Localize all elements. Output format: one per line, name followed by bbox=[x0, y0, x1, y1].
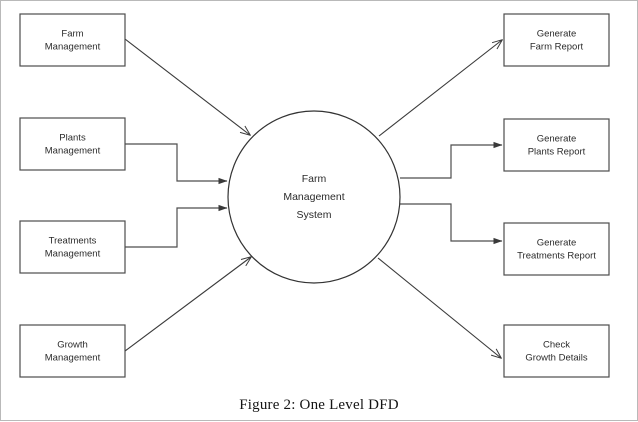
entity-treatments-management[interactable]: Treatments Management bbox=[19, 220, 126, 274]
output-generate-treatments-report[interactable]: Generate Treatments Report bbox=[503, 222, 610, 276]
flow-system-to-check-growth-details bbox=[377, 257, 501, 358]
entity-farm-management[interactable]: Farm Management bbox=[19, 13, 126, 67]
entity-plants-management-label-line2: Management bbox=[45, 146, 101, 157]
entity-farm-management-label-line2: Management bbox=[45, 42, 101, 53]
entity-treatments-management-label-line1: Treatments bbox=[49, 236, 97, 247]
output-generate-farm-report-label-line2: Farm Report bbox=[530, 42, 584, 53]
entity-farm-management-label-line1: Farm bbox=[61, 29, 83, 40]
output-generate-treatments-report-label-line1: Generate bbox=[537, 238, 577, 249]
flow-plants-management-to-system bbox=[125, 143, 228, 185]
output-check-growth-details-label-line2: Growth Details bbox=[525, 353, 588, 364]
flow-system-to-generate-treatments-report bbox=[400, 203, 503, 245]
flow-system-to-generate-farm-report bbox=[378, 40, 502, 137]
flow-treatments-management-to-system bbox=[125, 204, 228, 248]
figure-caption: Figure 2: One Level DFD bbox=[239, 397, 399, 413]
process-label-line3: System bbox=[296, 209, 331, 221]
flow-system-to-generate-plants-report bbox=[400, 141, 503, 179]
entity-treatments-management-label-line2: Management bbox=[45, 249, 101, 260]
entity-growth-management[interactable]: Growth Management bbox=[19, 324, 126, 378]
flow-farm-management-to-system bbox=[124, 38, 250, 135]
output-check-growth-details-label-line1: Check bbox=[543, 340, 570, 351]
flow-growth-management-to-system bbox=[124, 257, 251, 352]
output-generate-farm-report-label-line1: Generate bbox=[537, 29, 577, 40]
output-check-growth-details[interactable]: Check Growth Details bbox=[503, 324, 610, 378]
entity-plants-management-label-line1: Plants bbox=[59, 133, 86, 144]
process-label-line2: Management bbox=[283, 191, 344, 203]
process-label-line1: Farm bbox=[302, 173, 327, 185]
process-farm-management-system[interactable]: Farm Management System bbox=[227, 110, 401, 284]
entity-growth-management-label-line1: Growth bbox=[57, 340, 88, 351]
output-generate-plants-report-label-line2: Plants Report bbox=[528, 147, 586, 158]
output-generate-plants-report-label-line1: Generate bbox=[537, 134, 577, 145]
output-generate-treatments-report-label-line2: Treatments Report bbox=[517, 251, 596, 262]
entity-growth-management-label-line2: Management bbox=[45, 353, 101, 364]
entity-plants-management[interactable]: Plants Management bbox=[19, 117, 126, 171]
output-generate-farm-report[interactable]: Generate Farm Report bbox=[503, 13, 610, 67]
output-generate-plants-report[interactable]: Generate Plants Report bbox=[503, 118, 610, 172]
